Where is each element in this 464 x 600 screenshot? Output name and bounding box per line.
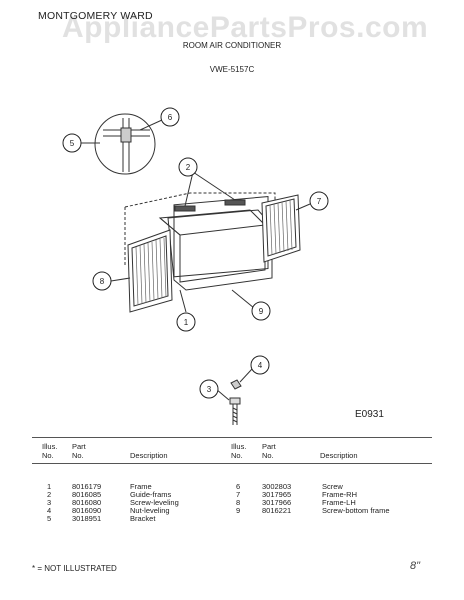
row-illus: 2	[47, 490, 52, 499]
main-body	[158, 209, 273, 291]
right-header-illus: Illus.No.	[231, 442, 247, 460]
svg-text:7: 7	[317, 197, 322, 206]
row-illus: 5	[47, 514, 52, 523]
row-part: 8016080	[72, 498, 102, 507]
row-part: 3017966	[262, 498, 292, 507]
row-illus: 7	[236, 490, 241, 499]
svg-text:4: 4	[258, 361, 263, 370]
row-part: 8016179	[72, 482, 102, 491]
row-desc: Bracket	[130, 514, 156, 523]
row-desc: Frame-RH	[322, 490, 357, 499]
svg-text:2: 2	[186, 163, 191, 172]
brand-name: MONTGOMERY WARD	[38, 10, 153, 22]
row-desc: Screw-leveling	[130, 498, 179, 507]
frame-rh-part	[261, 194, 301, 263]
svg-text:6: 6	[168, 113, 173, 122]
model-number: VWE-5157C	[209, 65, 255, 74]
callout-4: 4	[250, 355, 270, 375]
diagram-code: E0931	[355, 409, 384, 420]
row-part: 3018951	[72, 514, 102, 523]
callout-5: 5	[62, 133, 82, 153]
row-illus: 3	[47, 498, 52, 507]
row-illus: 6	[236, 482, 241, 491]
row-part: 8016090	[72, 506, 102, 515]
row-part: 3017965	[262, 490, 292, 499]
row-desc: Guide-frams	[130, 490, 172, 499]
callout-1: 1	[176, 312, 196, 332]
frame-lh-part	[127, 229, 173, 313]
callout-6: 6	[160, 107, 180, 127]
row-desc: Nut-leveling	[130, 506, 170, 515]
svg-text:8: 8	[100, 277, 105, 286]
watermark: AppliancePartsPros.com	[62, 11, 429, 44]
product-title: ROOM AIR CONDITIONER	[182, 41, 282, 50]
callout-8: 8	[92, 271, 112, 291]
row-illus: 8	[236, 498, 241, 507]
row-part: 3002803	[262, 482, 292, 491]
left-header-description: Description	[130, 451, 168, 460]
table-header-rule	[32, 463, 432, 464]
row-desc: Screw	[322, 482, 343, 491]
callout-2: 2	[178, 157, 198, 177]
row-illus: 9	[236, 506, 241, 515]
callout-7: 7	[309, 191, 329, 211]
detail-inset	[94, 113, 156, 175]
left-header-illus: Illus.No.	[42, 442, 58, 460]
row-part: 8016085	[72, 490, 102, 499]
not-illustrated-note: * = NOT ILLUSTRATED	[32, 564, 117, 573]
table-top-rule	[32, 437, 432, 438]
callouts: 1 2 3 4 5 6 7 8 9	[62, 107, 329, 399]
row-illus: 4	[47, 506, 52, 515]
svg-text:5: 5	[70, 139, 75, 148]
row-desc: Screw-bottom frame	[322, 506, 390, 515]
right-header-description: Description	[320, 451, 358, 460]
leveling-screw-assembly	[229, 379, 242, 425]
row-desc: Frame-LH	[322, 498, 356, 507]
handwritten-mark: 8"	[410, 560, 421, 572]
callout-9: 9	[251, 301, 271, 321]
svg-text:3: 3	[207, 385, 212, 394]
svg-text:1: 1	[184, 318, 189, 327]
row-desc: Frame	[130, 482, 152, 491]
svg-text:9: 9	[259, 307, 264, 316]
row-part: 8016221	[262, 506, 292, 515]
row-illus: 1	[47, 482, 52, 491]
callout-3: 3	[199, 379, 219, 399]
